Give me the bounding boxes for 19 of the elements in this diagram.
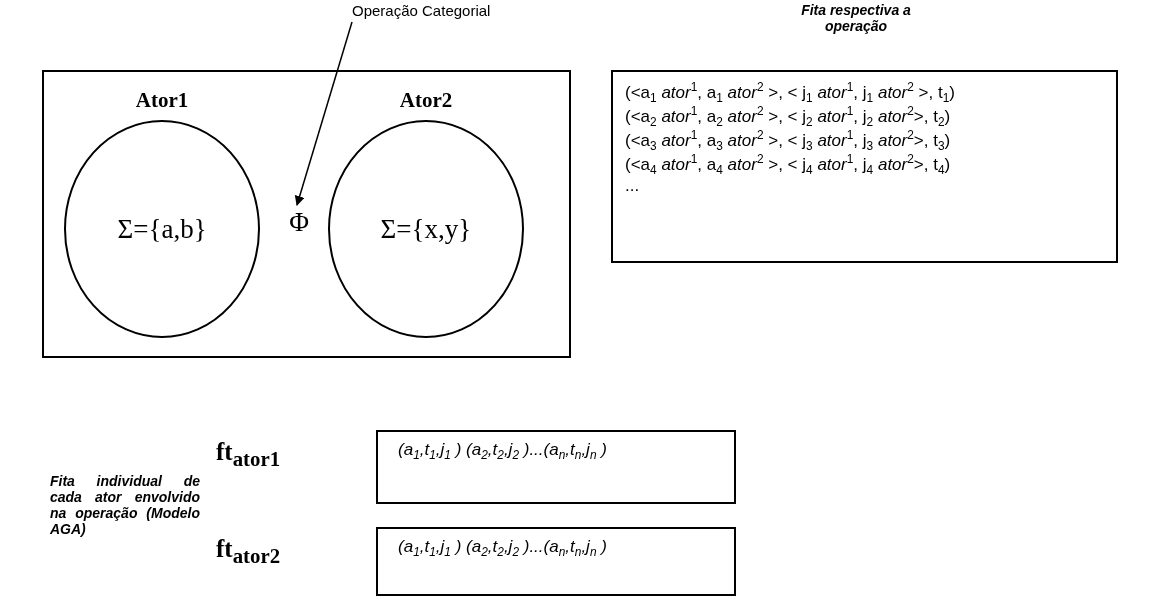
frame-box xyxy=(42,70,571,358)
operation-label: Operação Categorial xyxy=(352,2,527,24)
side-note: Fita individual de cada ator envolvido na operação (Modelo AGA) xyxy=(50,473,200,537)
phi-symbol: Φ xyxy=(284,207,314,241)
tape-entry: (<a$_{4}$ ator$^{1}$, a$_{4}$ ator$^{2}$ >, < j$_{4}$ ator$^{1}$, j$_{4}$ ator$^{2}$>, t$_{4}$) xyxy=(625,152,951,178)
tape-name: ft$_{ator1}$ xyxy=(216,438,281,472)
arrow xyxy=(294,21,353,206)
tape-entry: ... xyxy=(625,176,640,196)
tape-name: ft$_{ator2}$ xyxy=(216,535,281,569)
alphabet-text: Σ={x,y} xyxy=(380,213,472,245)
tape-entry: (a$_{1}$,t$_{1}$,j$_{1}$ ) (a$_{2}$,t$_{2}$,j$_{2}$ )...(a$_{n}$,t$_{n}$,j$_{n}$ ) xyxy=(398,440,607,463)
tape-entry: (<a$_{3}$ ator$^{1}$, a$_{3}$ ator$^{2}$ >, < j$_{3}$ ator$^{1}$, j$_{3}$ ator$^{2}$>, t$_{3}$) xyxy=(625,128,951,154)
actor-heading: Ator2 xyxy=(398,88,454,114)
tape-heading: Fita respectiva a operação xyxy=(800,2,912,36)
alphabet-text: Σ={a,b} xyxy=(117,213,207,245)
tape-entry: (<a$_{2}$ ator$^{1}$, a$_{2}$ ator$^{2}$ >, < j$_{2}$ ator$^{1}$, j$_{2}$ ator$^{2}$>, t$_{2}$) xyxy=(625,104,951,130)
actor-heading: Ator1 xyxy=(134,88,190,114)
tape-entry: (a$_{1}$,t$_{1}$,j$_{1}$ ) (a$_{2}$,t$_{2}$,j$_{2}$ )...(a$_{n}$,t$_{n}$,j$_{n}$ ) xyxy=(398,537,607,560)
tape-entry: (<a$_{1}$ ator$^{1}$, a$_{1}$ ator$^{2}$ >, < j$_{1}$ ator$^{1}$, j$_{1}$ ator$^{2}$ >, t$_{1}$) xyxy=(625,80,955,106)
